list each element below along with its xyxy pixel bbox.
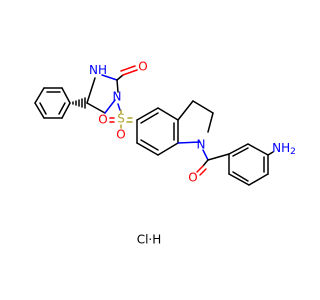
- phenyl-ring: [34, 87, 71, 119]
- atom-labels: NH O N S O O N O NH2: [89, 60, 296, 185]
- chemical-structure: NH O N S O O N O NH2 Cl·H: [34, 60, 296, 247]
- sulfonyl-oxygen-bottom-label: O: [116, 128, 125, 142]
- amine-label: NH2: [272, 141, 296, 157]
- sulfonyl-oxygen-left-label: O: [98, 113, 107, 127]
- ketone-oxygen-label: O: [188, 171, 197, 185]
- indoline-nitrogen-label: N: [197, 138, 206, 152]
- imidazolidinone-ring: [86, 65, 138, 114]
- stereo-hashed-bond: [72, 97, 86, 109]
- sulfonyl-group: [109, 103, 133, 129]
- aminophenyl-ring: [228, 143, 274, 186]
- benzoyl-linker: [196, 149, 230, 176]
- sulfur-label: S: [117, 112, 125, 126]
- amide-oxygen-label: O: [138, 60, 147, 74]
- indoline-benzene-ring: [136, 107, 179, 156]
- hydrochloride-salt-label: Cl·H: [137, 233, 162, 247]
- amide-nh-label: NH: [89, 63, 107, 77]
- indoline-five-ring: [177, 100, 214, 144]
- imidazolidinone-nitrogen-label: N: [113, 90, 122, 104]
